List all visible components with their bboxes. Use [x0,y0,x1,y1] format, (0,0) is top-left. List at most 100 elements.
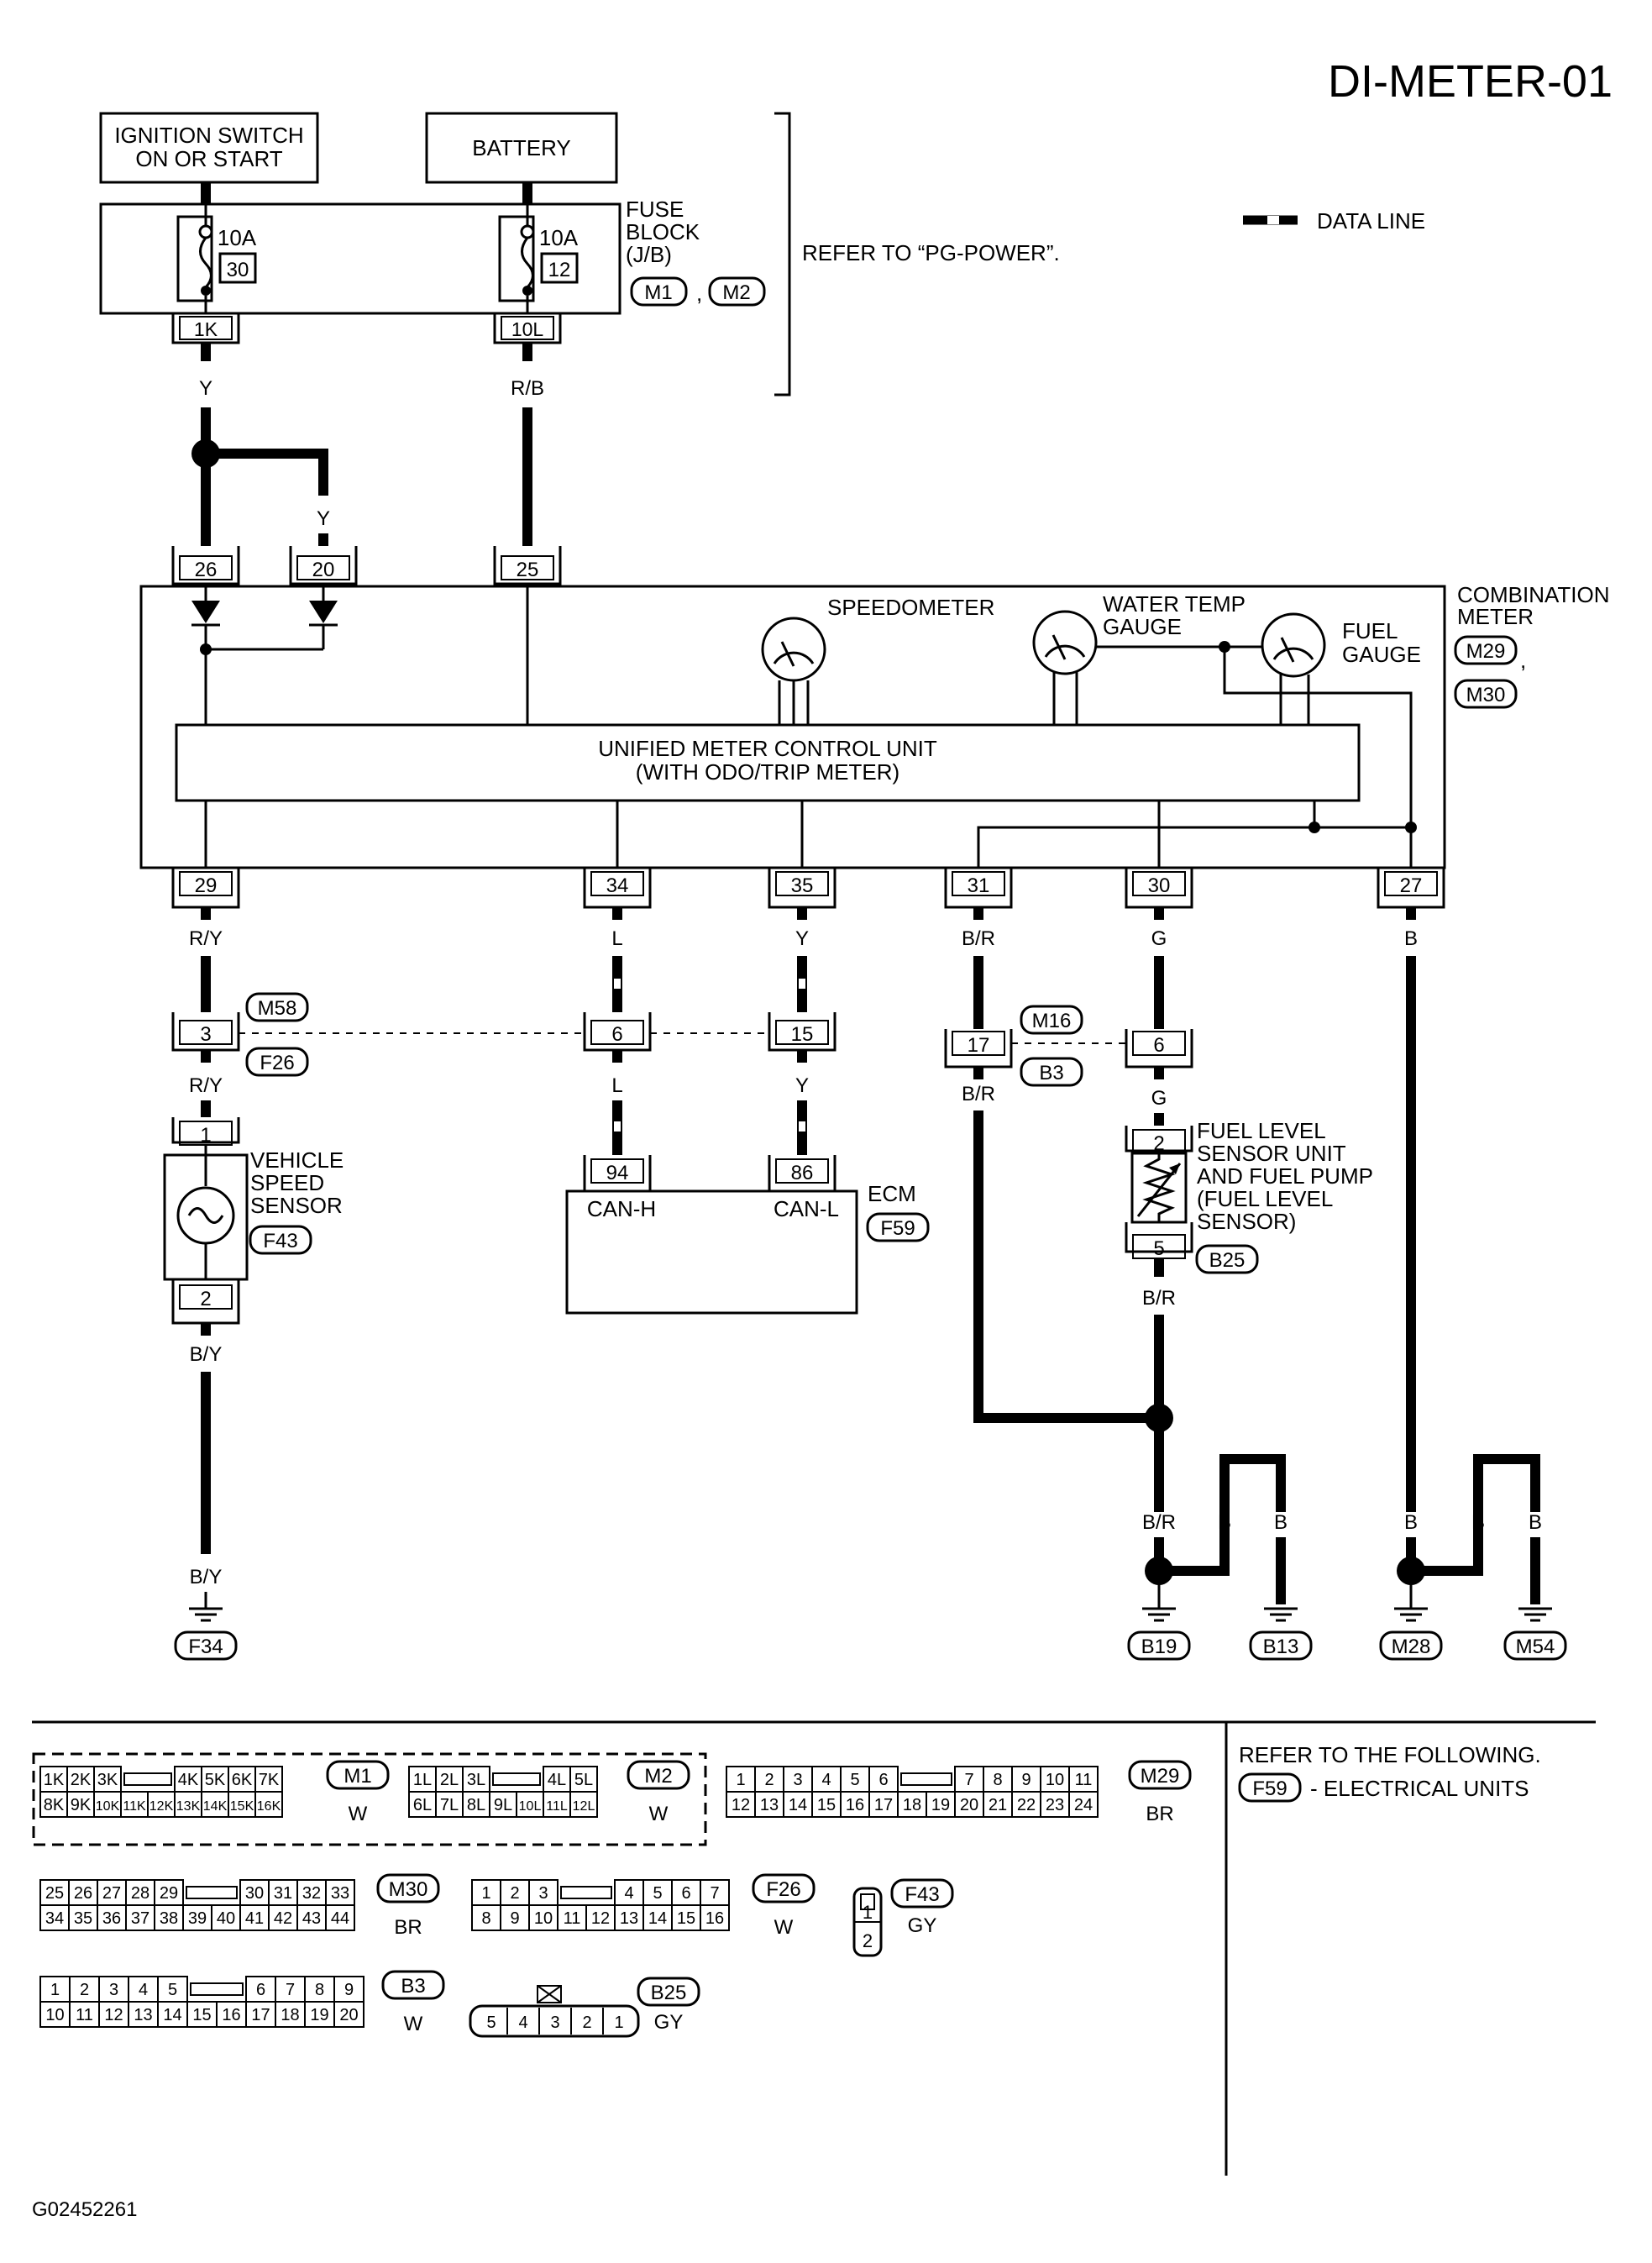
pin-label: 7K [259,1771,280,1789]
pin-label: 3 [550,2014,559,2032]
wire-color-g: G [1151,927,1167,950]
svg-text:,: , [1520,648,1526,673]
svg-text:6: 6 [611,1023,622,1046]
pin-label: 6 [878,1771,888,1789]
fuel-sender-connector: B25 [1209,1249,1246,1272]
pin-label: 3 [109,1981,118,1999]
pin-label: 7L [440,1796,459,1814]
joint-connector-15: 15 [768,1012,836,1052]
pin-label: 11 [76,2006,93,2024]
pin-label: 20 [339,2006,358,2024]
wire-color-y: Y [317,507,330,530]
refer-text: - ELECTRICAL UNITS [1310,1776,1529,1801]
pin-label: 5 [168,1981,177,1999]
wire-color-ry: R/Y [189,1074,223,1097]
can-l-label: CAN-L [774,1196,839,1221]
pin-label: 9 [510,1909,519,1928]
pin-label: 13 [134,2006,152,2024]
connector-id: B3 [401,1975,425,1998]
pin-label: 1 [736,1771,745,1789]
wire-color-b: B [1274,1511,1288,1534]
svg-text:6: 6 [1153,1034,1164,1057]
svg-text:GY: GY [654,2011,684,2034]
svg-text:86: 86 [791,1162,814,1184]
wire-color-b: B [1471,1511,1485,1534]
svg-text:30: 30 [1148,874,1171,897]
fuel-sender-label-3: AND FUEL PUMP [1197,1163,1373,1189]
pin-label: 16 [222,2006,240,2024]
pin-label: 40 [217,1909,235,1928]
ground-f34: F34 [188,1636,223,1658]
connector-color: W [774,1916,794,1939]
speed-sensor-connector: F43 [263,1230,297,1252]
connector-color: W [649,1803,669,1825]
pin-label: 1 [50,1981,60,1999]
svg-text:20: 20 [312,559,335,581]
meter-title-1: COMBINATION [1457,582,1610,607]
pin-label: 15 [817,1796,836,1814]
pin-label: 13 [620,1909,638,1928]
connector-10l: 10L [493,313,562,344]
pin-label: 2 [80,1981,89,1999]
pin-label: 5K [205,1771,226,1789]
pin-label: 2K [71,1771,92,1789]
pin-label: 35 [74,1909,92,1928]
pin-label: 6L [413,1796,432,1814]
pin-label: 14 [648,1909,667,1928]
ground-m54: M54 [1516,1636,1555,1658]
pin-label: 42 [274,1909,292,1928]
svg-text:F43: F43 [905,1883,939,1906]
ground-b13: B13 [1263,1636,1299,1658]
wire-color-l: L [611,927,622,950]
pin-label: 7 [710,1884,719,1903]
pin-label: 4 [624,1884,633,1903]
fuse-a-rating: 10A [218,225,257,250]
pin-label: 34 [45,1909,64,1928]
pin-label: 2 [510,1884,519,1903]
pin-label: 20 [960,1796,978,1814]
connector-color: BR [394,1916,422,1939]
ignition-switch-box: IGNITION SWITCH ON OR START [99,112,319,184]
fuel-gauge-label-1: FUEL [1342,618,1398,643]
joint-connector-6: 6 [583,1012,652,1052]
fuse-b-rating: 10A [539,225,579,250]
combination-meter: SPEEDOMETER WATER TEMP GAUGE FUEL GAUGE … [139,585,1446,869]
pin-label: 16K [257,1799,281,1814]
svg-text:34: 34 [606,874,629,897]
pin-label: 14 [163,2006,181,2024]
pin-label: 44 [331,1909,349,1928]
battery-box: BATTERY [425,112,618,184]
pin-label: 15 [677,1909,695,1928]
refer-title: REFER TO THE FOLLOWING. [1239,1742,1541,1767]
pin-label: 12K [149,1799,174,1814]
wire-color-b: B [1529,1511,1542,1534]
pin-label: 12L [573,1799,595,1814]
fuse-b-number: 12 [548,259,571,281]
pin-label: 4 [139,1981,148,1999]
pin-label: 18 [281,2006,299,2024]
ignition-label-line2: ON OR START [135,146,282,171]
figure-id: G02452261 [32,2198,137,2221]
joint-b3: B3 [1039,1062,1063,1084]
pin-label: 18 [903,1796,921,1814]
svg-text:35: 35 [791,874,814,897]
wire-color-g: G [1151,1087,1167,1110]
pin-label: 28 [131,1884,149,1903]
connector-color: BR [1146,1803,1173,1825]
fuse-connector-2: M2 [722,281,750,304]
pin-label: 6 [256,1981,265,1999]
pin-label: 8L [467,1796,485,1814]
wire-color-br: B/R [1142,1287,1176,1310]
battery-label: BATTERY [472,135,571,160]
pin-label: 41 [245,1909,264,1928]
refer-power-text: REFER TO “PG-POWER”. [802,240,1060,265]
joint-m58: M58 [258,997,297,1020]
fuse-block-label-3: (J/B) [626,242,672,267]
pin-label: 5 [653,1884,662,1903]
svg-text:31: 31 [968,874,990,897]
connector-color: W [349,1803,368,1825]
